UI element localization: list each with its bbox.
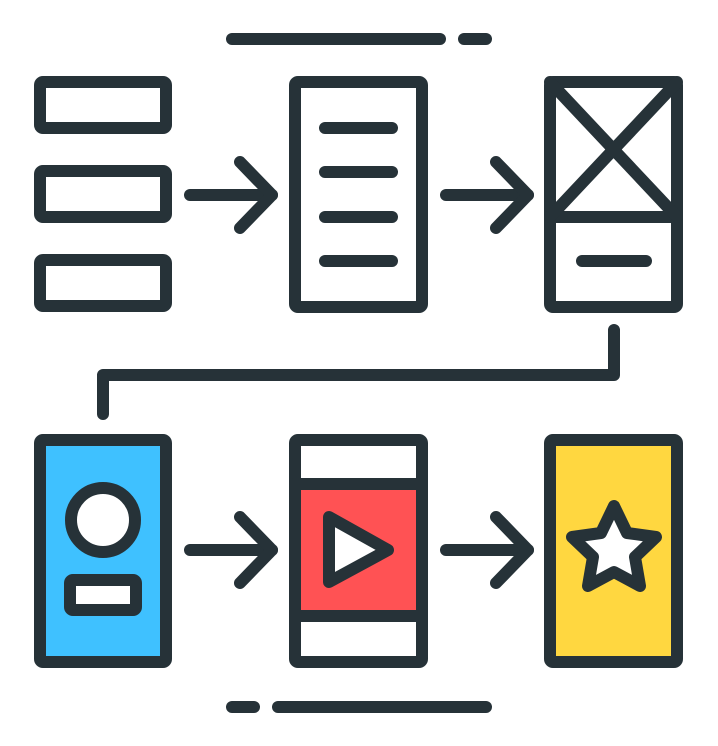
arrow-right-icon xyxy=(440,511,534,589)
text-blocks-icon xyxy=(34,76,172,312)
star-icon xyxy=(566,500,662,592)
arrow-right-icon xyxy=(184,511,278,589)
arrow-right-icon xyxy=(440,156,534,234)
elbow-connector xyxy=(97,324,620,420)
arrow-right-icon xyxy=(184,156,278,234)
image-placeholder-icon xyxy=(544,76,683,313)
video-player-icon xyxy=(289,434,428,668)
profile-card-icon xyxy=(34,434,172,668)
star-rating-icon xyxy=(544,434,683,668)
document-lines-icon xyxy=(289,76,428,313)
